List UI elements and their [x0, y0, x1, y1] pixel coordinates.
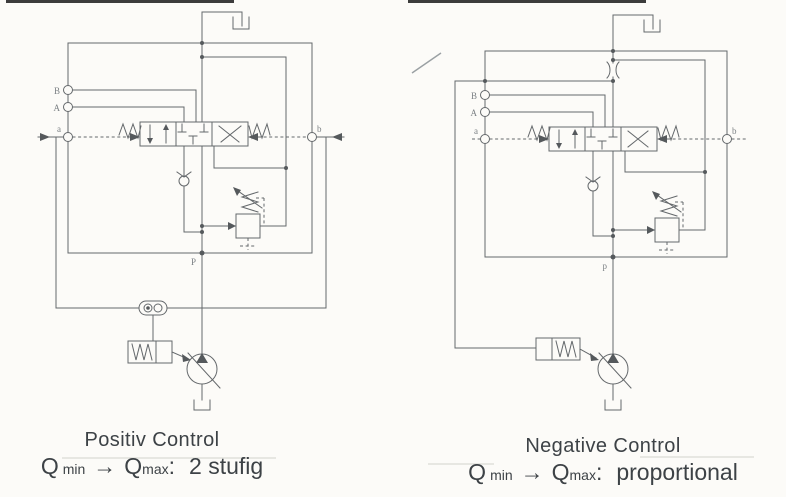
pilot-arrow-left [130, 133, 140, 141]
valve-block-outline [67, 42, 313, 254]
port-a-label: a [57, 124, 61, 134]
port-b-pilot: b [307, 124, 322, 142]
q-min-subscript: min [62, 461, 86, 477]
control-mode-value: 2 stufig [189, 453, 264, 479]
tank-line-top [201, 11, 250, 30]
directional-control-valve [527, 124, 680, 152]
q-max-subscript: max [142, 461, 169, 477]
port-A-label: A [54, 103, 61, 113]
negative-control-schematic: B A a b p [411, 14, 746, 411]
junction-dots [200, 41, 288, 234]
arrow-glyph: → [93, 453, 117, 479]
port-P: P [191, 250, 205, 267]
scan-edge-artifact [408, 0, 646, 3]
port-A: A [54, 102, 73, 113]
actuator-spring [131, 343, 153, 361]
caption-title: Negative Control [525, 435, 681, 457]
pilot-flow-arrow-right [332, 133, 342, 141]
pump-stroke-actuator [127, 340, 191, 364]
q-symbol: Q [40, 453, 59, 479]
pump-variable-arrow [598, 352, 632, 389]
port-B: B [54, 85, 73, 96]
variable-displacement-pump [186, 352, 221, 411]
pilot-arrow-right [248, 133, 258, 141]
pilot-relief-valve [228, 187, 265, 250]
relief-adjust-arrow [233, 187, 241, 196]
port-a-pilot: a [474, 126, 490, 144]
q-min-subscript: min [490, 467, 513, 483]
q-symbol: Q [468, 459, 487, 485]
main-pressure-lines [72, 11, 287, 401]
junction-dots [483, 49, 707, 238]
actuator-spring [555, 340, 577, 358]
port-P: p [603, 254, 616, 271]
pilot-arrow-left [539, 135, 549, 143]
scan-smudge [428, 463, 494, 465]
control-mode-value: proportional [616, 459, 738, 485]
tank-line-top [612, 14, 661, 33]
port-A-label: A [471, 108, 478, 118]
check-valve [176, 171, 192, 187]
arrow-glyph: → [520, 459, 544, 485]
relief-spring [659, 195, 679, 217]
main-pressure-lines [489, 14, 706, 401]
scan-smudge [62, 457, 276, 459]
valve-spring-left [118, 122, 142, 140]
caption-title: Positiv Control [84, 429, 220, 451]
scan-smudge [640, 456, 754, 458]
relief-adjust-arrow [652, 191, 660, 200]
negative-pilot-tap-line [454, 80, 614, 349]
port-B-label: B [471, 91, 477, 101]
q-symbol: Q [551, 459, 570, 485]
port-b-label: b [732, 126, 737, 136]
port-P-label: P [191, 257, 196, 267]
shuttle-valve [138, 300, 168, 316]
scan-edge-artifact [6, 0, 234, 3]
pilot-relief-valve [647, 191, 684, 254]
port-b-pilot: b [722, 126, 737, 144]
port-B: B [471, 90, 490, 101]
colon: : [595, 459, 603, 485]
port-a-label: a [474, 126, 478, 136]
colon: : [168, 453, 176, 479]
port-a-pilot: a [57, 124, 73, 142]
pump-stroke-actuator [535, 337, 599, 361]
tank-symbol-bottom [604, 399, 622, 411]
pump-flow-triangle [607, 353, 619, 363]
pump-variable-arrow [187, 352, 221, 389]
port-b-label: b [317, 124, 322, 134]
tank-symbol-bottom [193, 399, 211, 411]
port-A: A [471, 107, 490, 118]
valve-block-outline [484, 50, 728, 258]
port-B-label: B [54, 86, 60, 96]
external-pilot-lines [37, 133, 345, 342]
tank-symbol-top [232, 16, 250, 30]
relief-spring [240, 191, 260, 213]
q-symbol: Q [124, 453, 143, 479]
q-max-subscript: max [569, 467, 596, 483]
directional-control-valve [118, 121, 271, 147]
valve-spring-left [527, 124, 551, 142]
check-valve [585, 176, 601, 192]
bypass-orifice [606, 61, 620, 79]
port-P-label: p [603, 261, 608, 271]
pilot-arrow-right [657, 135, 667, 143]
pump-flow-triangle [196, 353, 208, 363]
variable-displacement-pump [597, 352, 632, 411]
tank-symbol-top [643, 19, 661, 33]
scan-slash-artifact [411, 52, 442, 74]
positive-control-schematic: B A a b P [37, 11, 345, 411]
pilot-flow-arrow-left [40, 133, 50, 141]
